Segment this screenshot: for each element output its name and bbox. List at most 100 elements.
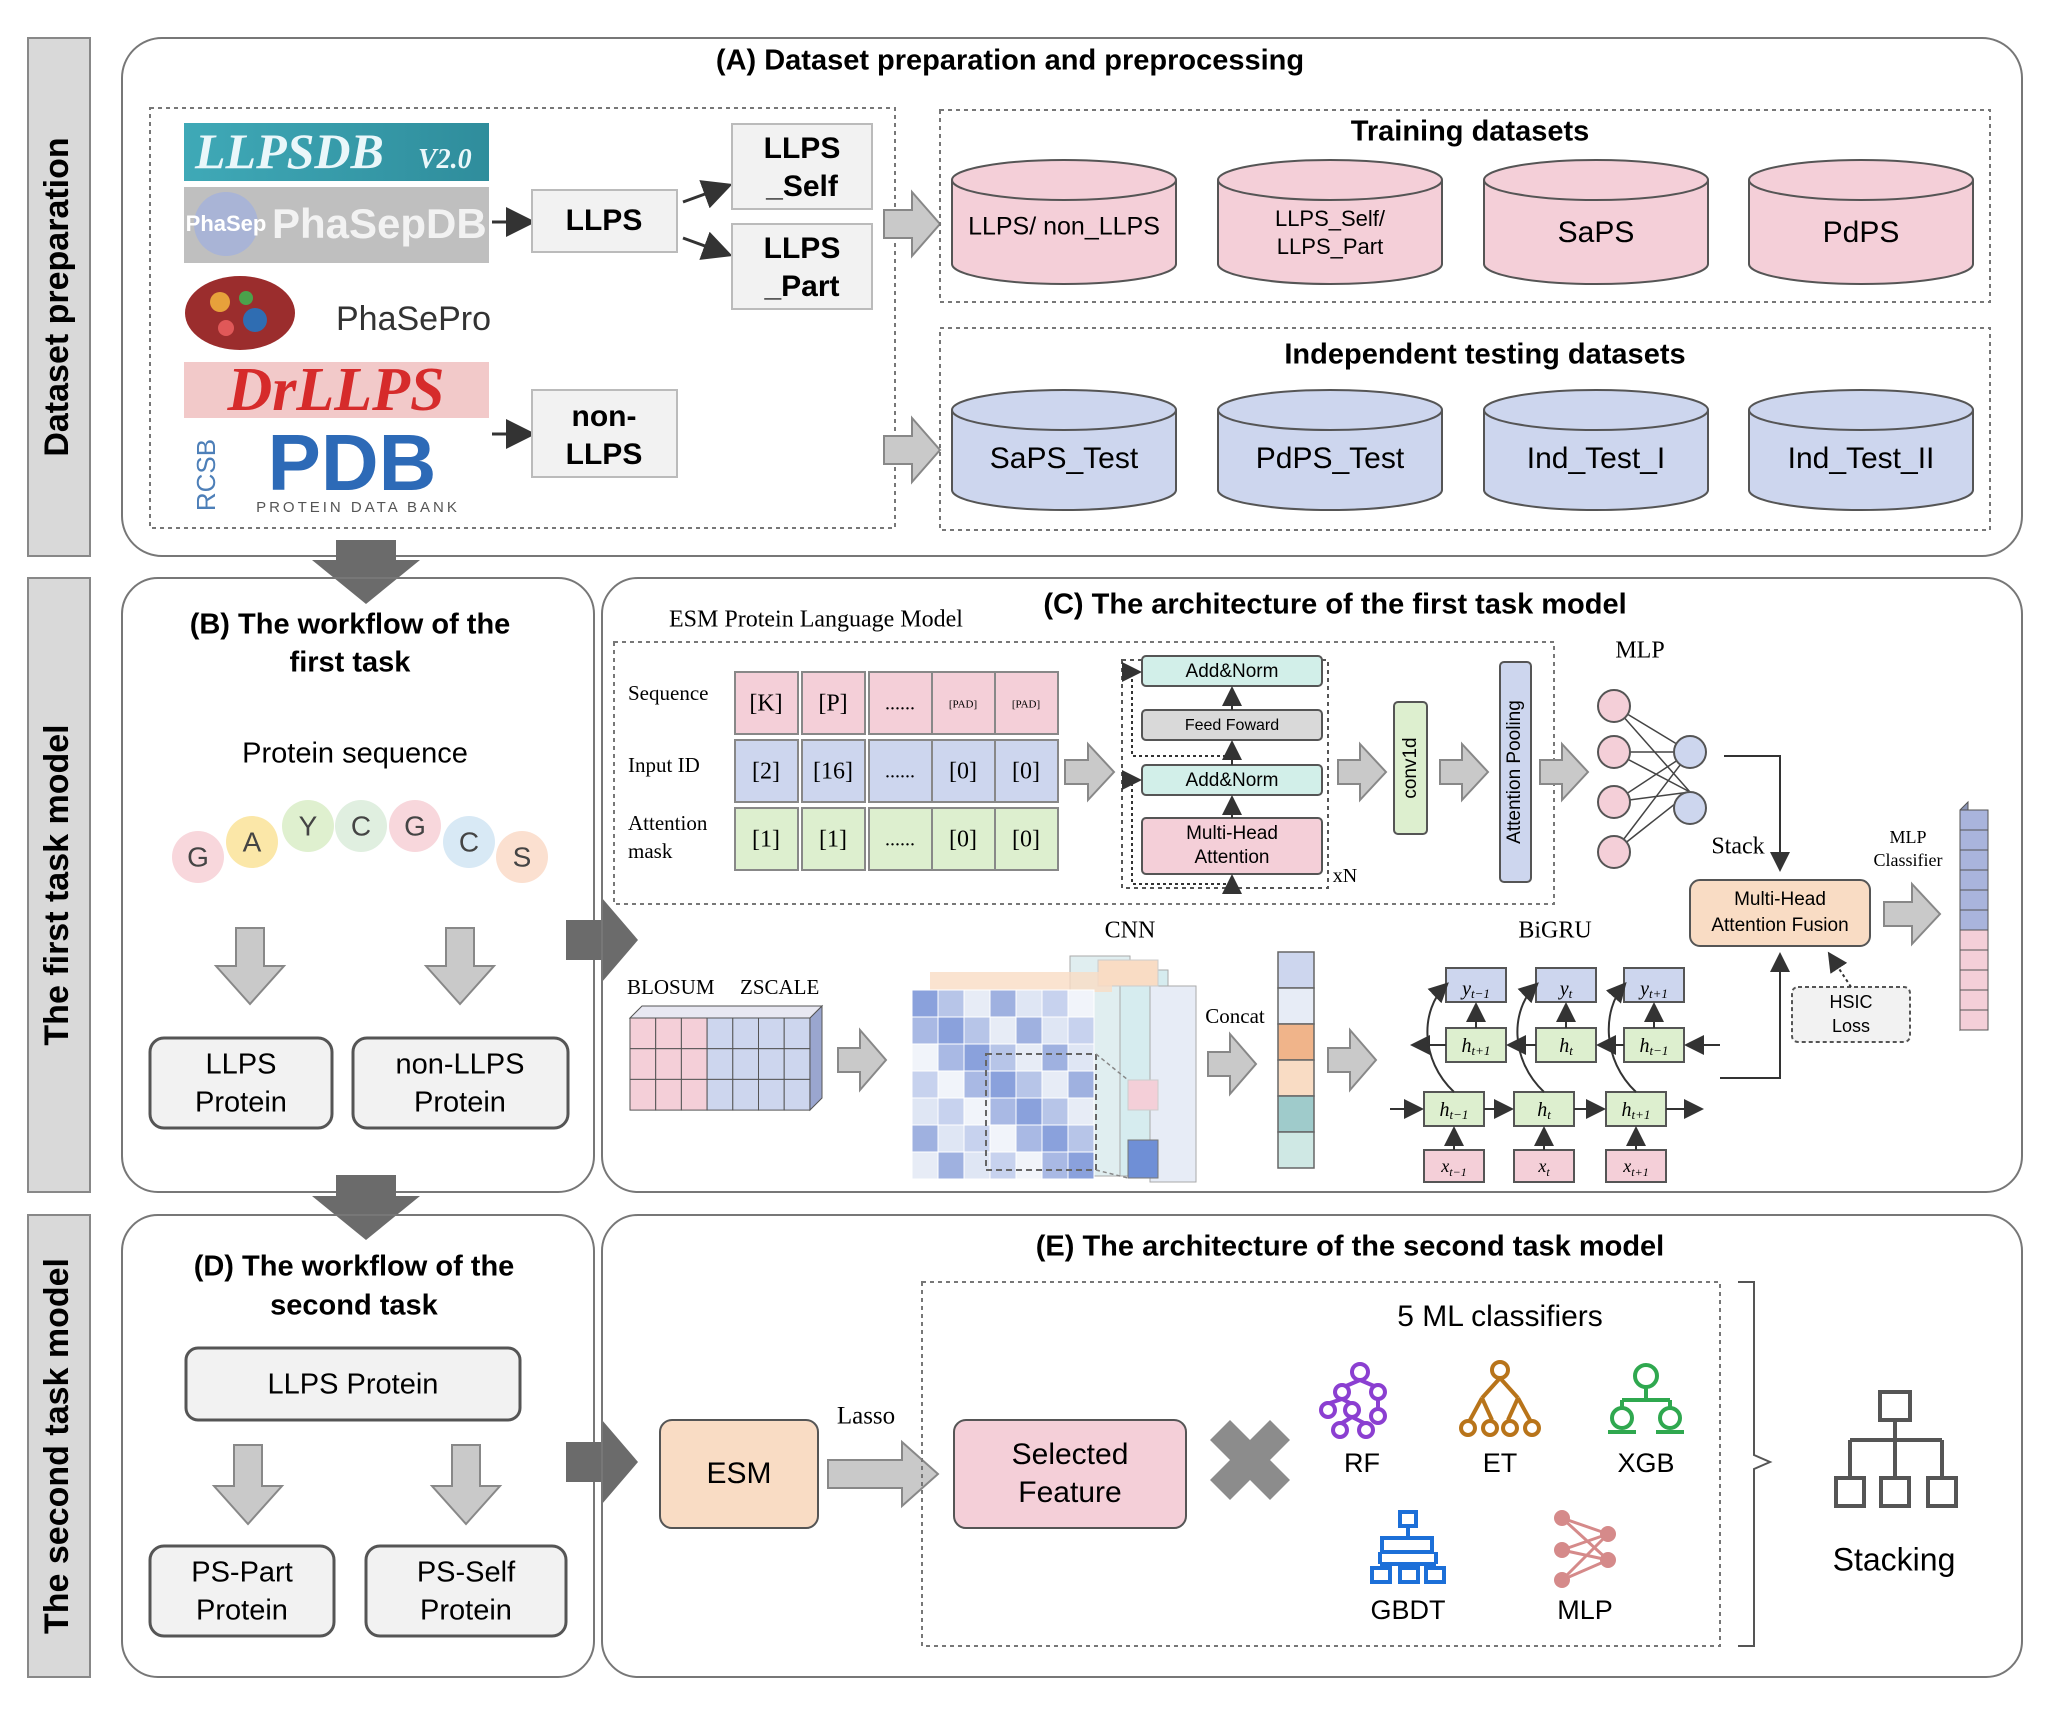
svg-text:G: G xyxy=(404,810,426,841)
row-label-input-id: Input ID xyxy=(628,753,700,777)
svg-text:xt+1: xt+1 xyxy=(1622,1156,1648,1179)
svg-text:[PAD]: [PAD] xyxy=(949,699,977,711)
svg-text:......: ...... xyxy=(885,829,915,851)
svg-text:Ind_Test_II: Ind_Test_II xyxy=(1788,442,1935,475)
svg-text:PhaSePro: PhaSePro xyxy=(336,300,491,338)
et-label: ET xyxy=(1483,1448,1518,1478)
phasepdb-logo: PhaSep PhaSepDB xyxy=(184,187,489,263)
svg-text:Feed Foward: Feed Foward xyxy=(1185,717,1279,734)
llps-part-box: LLPS _Part xyxy=(731,223,873,310)
svg-text:[0]: [0] xyxy=(1012,827,1040,853)
llps-self-box: LLPS _Self xyxy=(731,123,873,210)
svg-text:[0]: [0] xyxy=(949,827,977,853)
panel-d-title-1: (D) The workflow of the xyxy=(194,1251,515,1283)
arrow-to-training xyxy=(883,189,942,259)
svg-text:LLPS: LLPS xyxy=(764,132,841,165)
svg-text:Feature: Feature xyxy=(1018,1476,1121,1509)
xn-label: xN xyxy=(1333,865,1357,887)
svg-text:xt−1: xt−1 xyxy=(1440,1156,1466,1179)
svg-text:[2]: [2] xyxy=(752,759,780,785)
attention-fusion-block: Multi-Head Attention Fusion xyxy=(1689,879,1871,947)
pdb-logo: RCSB PDB PROTEIN DATA BANK xyxy=(184,418,489,520)
panel-d-title-2: second task xyxy=(270,1290,438,1322)
lasso-label: Lasso xyxy=(837,1403,895,1430)
svg-text:......: ...... xyxy=(885,761,915,783)
attention-pooling-block: Attention Pooling xyxy=(1499,661,1532,883)
add-norm-top: Add&Norm xyxy=(1141,655,1323,687)
drllps-logo: DrLLPS xyxy=(184,356,489,424)
svg-text:PDB: PDB xyxy=(268,418,437,507)
arrow-b-left xyxy=(213,927,287,1006)
arrow-to-testing xyxy=(883,415,942,485)
panel-a-title: (A) Dataset preparation and preprocessin… xyxy=(716,45,1304,77)
svg-text:The first task model: The first task model xyxy=(38,724,76,1045)
arrow-concat-to-bigru xyxy=(1327,1027,1378,1093)
arrow-a-to-b xyxy=(312,540,420,604)
svg-text:Add&Norm: Add&Norm xyxy=(1186,770,1279,791)
svg-text:LLPSDB: LLPSDB xyxy=(194,123,384,179)
svg-text:Loss: Loss xyxy=(1832,1016,1870,1036)
svg-text:non-: non- xyxy=(572,400,637,433)
arrow-pooling-to-mlp xyxy=(1539,741,1590,803)
ml-classifiers-title: 5 ML classifiers xyxy=(1397,1300,1603,1333)
arrow-llps-to-part xyxy=(682,231,733,260)
svg-text:Multi-Head: Multi-Head xyxy=(1186,823,1278,844)
ps-part-protein-box: PS-Part Protein xyxy=(148,1544,336,1638)
arrow-fusion-to-classifier xyxy=(1883,881,1942,947)
testing-group-box xyxy=(939,327,1991,531)
panel-e-frame xyxy=(601,1214,2023,1678)
arrow-hsic-to-fusion xyxy=(1827,951,1852,988)
llpsdb-logo: LLPSDB V2.0 xyxy=(184,123,489,181)
svg-text:Protein: Protein xyxy=(414,1087,506,1119)
bigru-network: yt−1 yt yt+1 ht+1 ht ht−1 ht−1 ht ht+1 x… xyxy=(1390,967,1720,1183)
svg-text:ht+1: ht+1 xyxy=(1622,1099,1651,1122)
input-id-token-row: [2] [16] ...... [0] [0] xyxy=(734,739,1059,803)
svg-text:Ind_Test_I: Ind_Test_I xyxy=(1527,442,1665,475)
ps-self-protein-box: PS-Self Protein xyxy=(364,1544,568,1638)
svg-text:[K]: [K] xyxy=(749,691,782,717)
db-llps-self-part: LLPS_Self/ LLPS_Part xyxy=(1217,159,1443,285)
svg-text:PhaSepDB: PhaSepDB xyxy=(272,200,487,247)
svg-text:_Self: _Self xyxy=(765,170,839,203)
cnn-input-grid xyxy=(911,972,1112,1180)
bigru-label: BiGRU xyxy=(1518,918,1591,944)
side-label-second: The second task model xyxy=(27,1214,91,1678)
svg-text:non-LLPS: non-LLPS xyxy=(396,1049,525,1081)
esm-box: ESM xyxy=(659,1419,819,1529)
svg-text:DrLLPS: DrLLPS xyxy=(227,356,445,424)
svg-text:C: C xyxy=(351,810,371,841)
svg-text:V2.0: V2.0 xyxy=(418,144,472,175)
blosum-label: BLOSUM xyxy=(627,975,715,999)
amino-acid-letters: G A Y C G C S xyxy=(172,800,548,883)
blosum-zscale-matrix xyxy=(628,1004,824,1112)
svg-text:ESM: ESM xyxy=(706,1457,771,1490)
svg-text:RCSB: RCSB xyxy=(191,439,221,511)
svg-text:Dataset preparation: Dataset preparation xyxy=(38,137,76,456)
xgb-tree-icon xyxy=(1608,1363,1684,1434)
zscale-label: ZSCALE xyxy=(740,975,819,999)
svg-text:LLPS/ non_LLPS: LLPS/ non_LLPS xyxy=(968,213,1160,241)
row-label-sequence: Sequence xyxy=(628,681,708,705)
db-ind-test-2: Ind_Test_II xyxy=(1748,389,1974,511)
svg-text:LLPS: LLPS xyxy=(566,438,643,471)
svg-text:LLPS_Self/: LLPS_Self/ xyxy=(1275,206,1386,231)
selected-feature-box: Selected Feature xyxy=(953,1419,1187,1529)
transformer-internal-arrows xyxy=(1122,662,1242,894)
svg-text:[PAD]: [PAD] xyxy=(1012,699,1040,711)
attention-mask-token-row: [1] [1] ...... [0] [0] xyxy=(734,807,1059,871)
svg-text:SaPS: SaPS xyxy=(1558,216,1635,249)
non-llps-box: non- LLPS xyxy=(531,389,678,478)
classifier-vector xyxy=(1959,800,1989,1032)
svg-text:LLPS: LLPS xyxy=(206,1049,277,1081)
svg-text:LLPS Protein: LLPS Protein xyxy=(268,1369,439,1401)
panel-b-title-2: first task xyxy=(290,647,412,679)
svg-text:SaPS_Test: SaPS_Test xyxy=(990,442,1139,475)
svg-text:Attention Pooling: Attention Pooling xyxy=(1504,700,1525,844)
hsic-loss-block: HSIC Loss xyxy=(1791,986,1911,1043)
side-label-first: The first task model xyxy=(27,577,91,1193)
training-title: Training datasets xyxy=(1351,116,1590,148)
svg-text:PS-Self: PS-Self xyxy=(417,1557,516,1589)
concat-label: Concat xyxy=(1205,1004,1265,1028)
side-label-dataset: Dataset preparation xyxy=(27,37,91,557)
